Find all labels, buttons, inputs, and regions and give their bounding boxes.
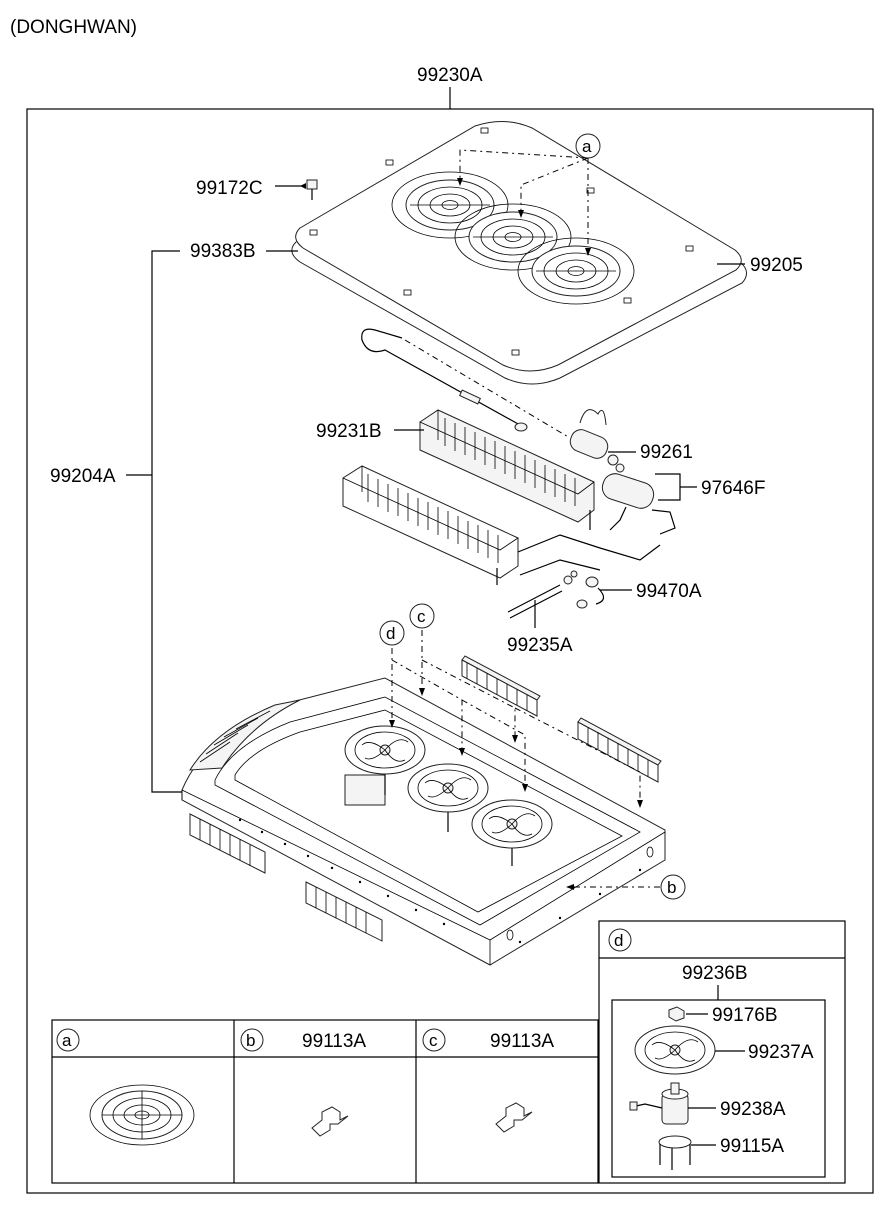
callout-c-main: c [409,603,435,629]
grille-panel-2 [577,717,662,783]
detail-d-nut [668,1006,708,1022]
detail-a-grille [89,1084,195,1146]
detail-d-fan-label: 99237A [748,1042,814,1063]
detail-c-clip [495,1102,533,1133]
hose-part [576,576,632,609]
grille-panel-1 [461,655,541,717]
capillary-tube [361,328,528,432]
grille-panel-4 [305,881,383,942]
callout-d-main: d [379,620,405,646]
screw-label: 99172C [196,178,263,199]
callout-c-main-letter: c [417,607,426,626]
lower-frame [181,677,666,966]
callout-d-arrows [389,648,528,792]
detail-d-fan [634,1025,745,1075]
detail-b-part: 99113A [302,1031,366,1052]
detail-d-bracket [658,1135,716,1170]
hose-label: 99470A [636,581,702,602]
sensor-label: 99261 [640,442,693,463]
callout-b-main-letter: b [667,878,676,897]
detail-a-header: a [56,1028,80,1052]
detail-d-nut-label: 99176B [712,1005,778,1026]
detail-d-box [598,920,846,1184]
grille-panel-3 [189,813,266,874]
callout-c-arrows [419,630,643,808]
detail-d-motor [629,1082,716,1125]
evaporator-label: 99231B [316,421,382,442]
blower-fan-2 [407,763,489,832]
detail-c-part: 99113A [490,1031,554,1052]
detail-d-bracket-label: 99115A [720,1136,784,1157]
callout-b-main: b [566,874,686,900]
detail-table [51,1019,599,1184]
blower-fan-3 [471,799,553,866]
detail-b-key: b [246,1031,255,1050]
screw-part [275,179,318,200]
detail-d-assembly: 99236B [682,963,748,984]
valve-part [601,454,681,535]
detail-b-clip [311,1106,349,1137]
blower-fan-1 [344,725,426,806]
evaporator-core [342,409,661,585]
detail-c-key: c [429,1031,438,1050]
cover-fan-grille-2 [454,203,572,271]
variant-label: (DONGHWAN) [10,17,137,38]
detail-d-motor-label: 99238A [720,1099,786,1120]
detail-c-header: c 99113A [422,1028,554,1052]
cover-label: 99205 [750,255,803,276]
frame-bracket [151,250,182,793]
valve-label: 97646F [701,478,765,499]
tube-part [507,570,578,628]
detail-a-key: a [62,1031,72,1050]
detail-d-header: d [608,928,632,952]
detail-d-key: d [614,931,623,950]
callout-d-main-letter: d [386,624,395,643]
cover-fan-grille-3 [517,237,635,305]
assembly-label: 99230A [417,65,483,86]
cover-fan-grille-1 [391,171,509,239]
sensor-part [569,409,636,459]
callout-a-top: a [575,133,601,159]
frame-label: 99204A [50,466,116,487]
gasket-label: 99383B [190,241,256,262]
tube-label: 99235A [507,635,573,656]
detail-b-header: b 99113A [240,1028,366,1052]
callout-a-top-letter: a [582,137,592,156]
callout-a-arrows [457,149,591,256]
